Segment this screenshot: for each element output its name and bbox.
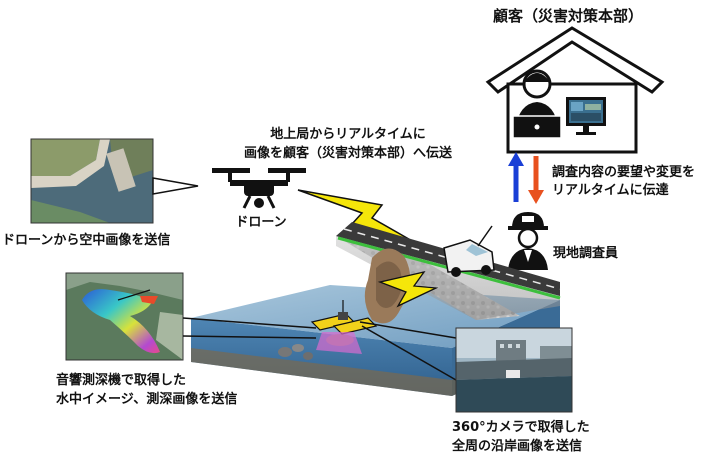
aerial-callout bbox=[152, 177, 199, 195]
camera360-caption-line2: 全周の沿岸画像を送信 bbox=[451, 438, 582, 454]
lightning-ground-link bbox=[377, 270, 439, 308]
sonar-callout-line-top bbox=[182, 317, 317, 329]
sonar-caption-line1: 音響測深機で取得した bbox=[56, 372, 186, 388]
request-arrow bbox=[528, 156, 544, 204]
monitor-icon bbox=[566, 97, 606, 135]
request-message-line2: リアルタイムに伝達 bbox=[552, 182, 669, 198]
surveyor-icon bbox=[508, 212, 548, 270]
drone-label: ドローン bbox=[235, 215, 286, 230]
camera-callout-line-top bbox=[359, 321, 457, 339]
drone-message-line1: 地上局からリアルタイムに bbox=[270, 126, 426, 142]
request-message-line1: 調査内容の要望や変更を bbox=[552, 164, 695, 180]
surveyor-label: 現地調査員 bbox=[553, 245, 618, 261]
drone-message-line2: 画像を顧客（災害対策本部）へ伝送 bbox=[244, 145, 453, 161]
sonar-caption-line2: 水中イメージ、測深画像を送信 bbox=[56, 391, 237, 407]
sonar-beam bbox=[316, 332, 362, 354]
sonar-callout-line-bottom bbox=[182, 335, 317, 339]
camera-callout-line-bottom bbox=[361, 325, 457, 381]
aerial-photo bbox=[30, 138, 154, 224]
car-icon bbox=[443, 225, 495, 277]
camera360-image bbox=[455, 327, 573, 413]
customer-title: 顧客（災害対策本部） bbox=[493, 7, 643, 25]
drone-icon bbox=[212, 168, 306, 209]
sonar-image bbox=[65, 272, 184, 361]
camera360-caption-line1: 360°カメラで取得した bbox=[452, 419, 590, 435]
person-at-laptop-icon bbox=[512, 69, 562, 139]
upload-arrow bbox=[508, 152, 524, 202]
aerial-caption: ドローンから空中画像を送信 bbox=[2, 232, 170, 248]
survey-boat-icon bbox=[310, 300, 378, 335]
